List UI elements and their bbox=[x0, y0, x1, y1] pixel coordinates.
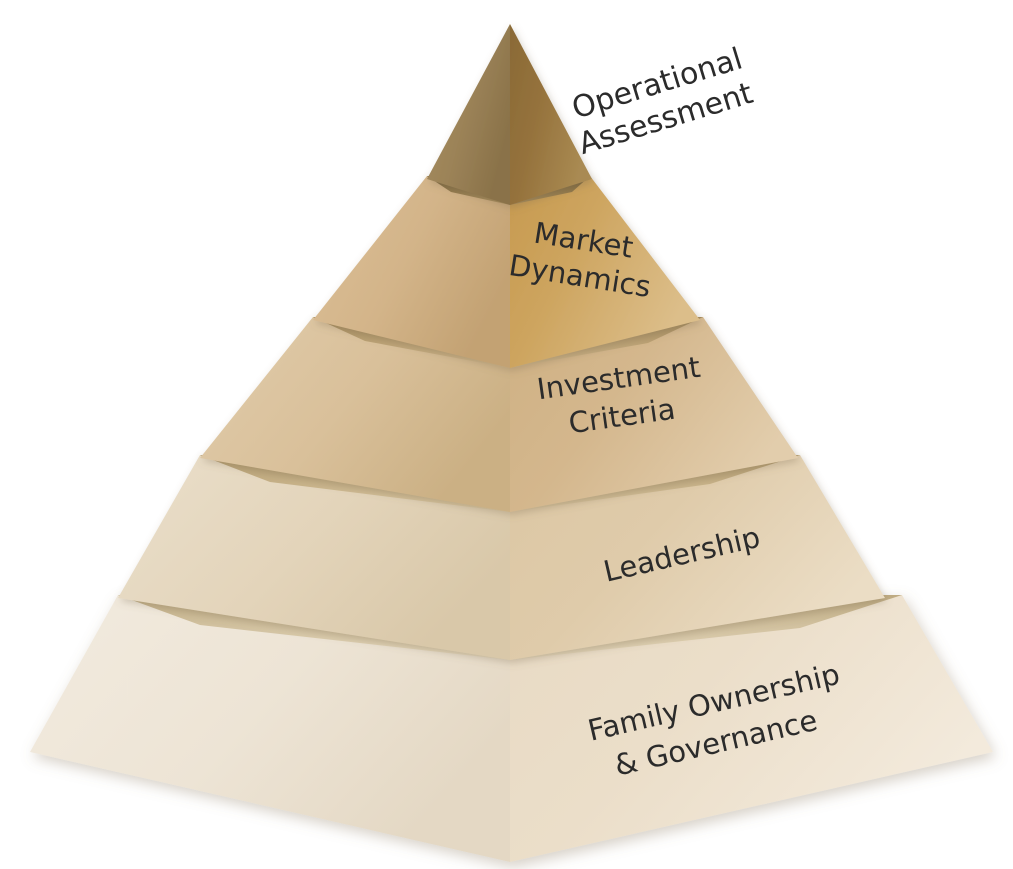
level-2-left-face bbox=[313, 176, 510, 368]
level-apex-right-face bbox=[510, 24, 592, 205]
pyramid-level-3[interactable] bbox=[200, 317, 798, 512]
pyramid-level-apex[interactable] bbox=[427, 24, 592, 205]
level-4-left-face bbox=[118, 455, 510, 660]
level-2-right-face bbox=[510, 176, 700, 368]
level-base-right-face bbox=[510, 595, 993, 862]
pyramid-level-4[interactable] bbox=[118, 455, 885, 660]
pyramid-level-base[interactable] bbox=[30, 595, 993, 862]
level-4-right-face bbox=[510, 455, 885, 660]
level-base-left-face bbox=[30, 595, 510, 862]
level-apex-label: Operational Assessment bbox=[568, 41, 757, 162]
level-apex-left-face bbox=[427, 24, 510, 205]
pyramid-level-2[interactable] bbox=[313, 176, 700, 368]
level-3-right-face bbox=[510, 317, 798, 512]
level-3-left-face bbox=[200, 317, 510, 512]
